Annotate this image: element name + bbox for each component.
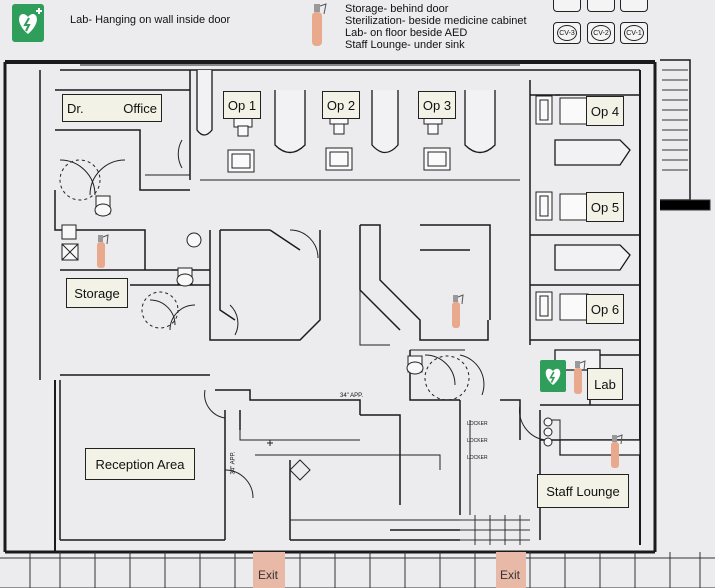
fire-extinguisher-legend-icon [306, 0, 328, 50]
extinguisher-note: Sterilization- beside medicine cabinet [345, 15, 527, 27]
extinguisher-legend-list: Storage- behind door Sterilization- besi… [345, 3, 527, 51]
fire-extinguisher-icon [93, 232, 109, 270]
room-label-dr-office: Dr. Office [62, 94, 162, 122]
valve-label: CV-2 [591, 25, 611, 41]
room-label-op2: Op 2 [322, 91, 360, 119]
valve-box-placeholder [620, 0, 648, 12]
fire-extinguisher-icon [448, 292, 464, 330]
dimension-label: 34" APP. [340, 393, 364, 399]
aed-legend-text: Lab- Hanging on wall inside door [70, 14, 231, 26]
locker-label: LOCKER [467, 421, 488, 427]
fire-extinguisher-icon [607, 432, 623, 470]
valve-box: CV-2 [587, 22, 615, 44]
exit-label: Exit [255, 568, 282, 582]
room-label-lab: Lab [587, 368, 623, 400]
exit-label: Exit [497, 568, 524, 582]
dr-office-prefix: Dr. [67, 100, 84, 116]
room-label-op6: Op 6 [586, 294, 624, 324]
valve-box-placeholder [553, 0, 581, 12]
dr-office-suffix: Office [123, 100, 157, 116]
extinguisher-note: Staff Lounge- under sink [345, 39, 465, 51]
valve-label: CV-1 [624, 25, 644, 41]
valve-label: CV-3 [557, 25, 577, 41]
extinguisher-note: Lab- on floor beside AED [345, 27, 468, 39]
valve-box-placeholder [587, 0, 615, 12]
locker-label: LOCKER [467, 455, 488, 461]
room-label-op5: Op 5 [586, 192, 624, 222]
room-label-storage: Storage [66, 278, 128, 308]
dimension-label: 34" APP. [230, 451, 237, 475]
room-label-op1: Op 1 [223, 91, 261, 119]
room-label-op4: Op 4 [586, 96, 624, 126]
locker-label: LOCKER [467, 438, 488, 444]
extinguisher-note: Storage- behind door [345, 3, 449, 15]
valve-box: CV-1 [620, 22, 648, 44]
room-label-staff-lounge: Staff Lounge [537, 474, 629, 508]
valve-box: CV-3 [553, 22, 581, 44]
fire-extinguisher-icon [570, 358, 586, 396]
aed-legend-icon [12, 4, 44, 42]
room-label-reception: Reception Area [85, 448, 195, 480]
room-label-op3: Op 3 [418, 91, 456, 119]
aed-icon [540, 360, 566, 392]
